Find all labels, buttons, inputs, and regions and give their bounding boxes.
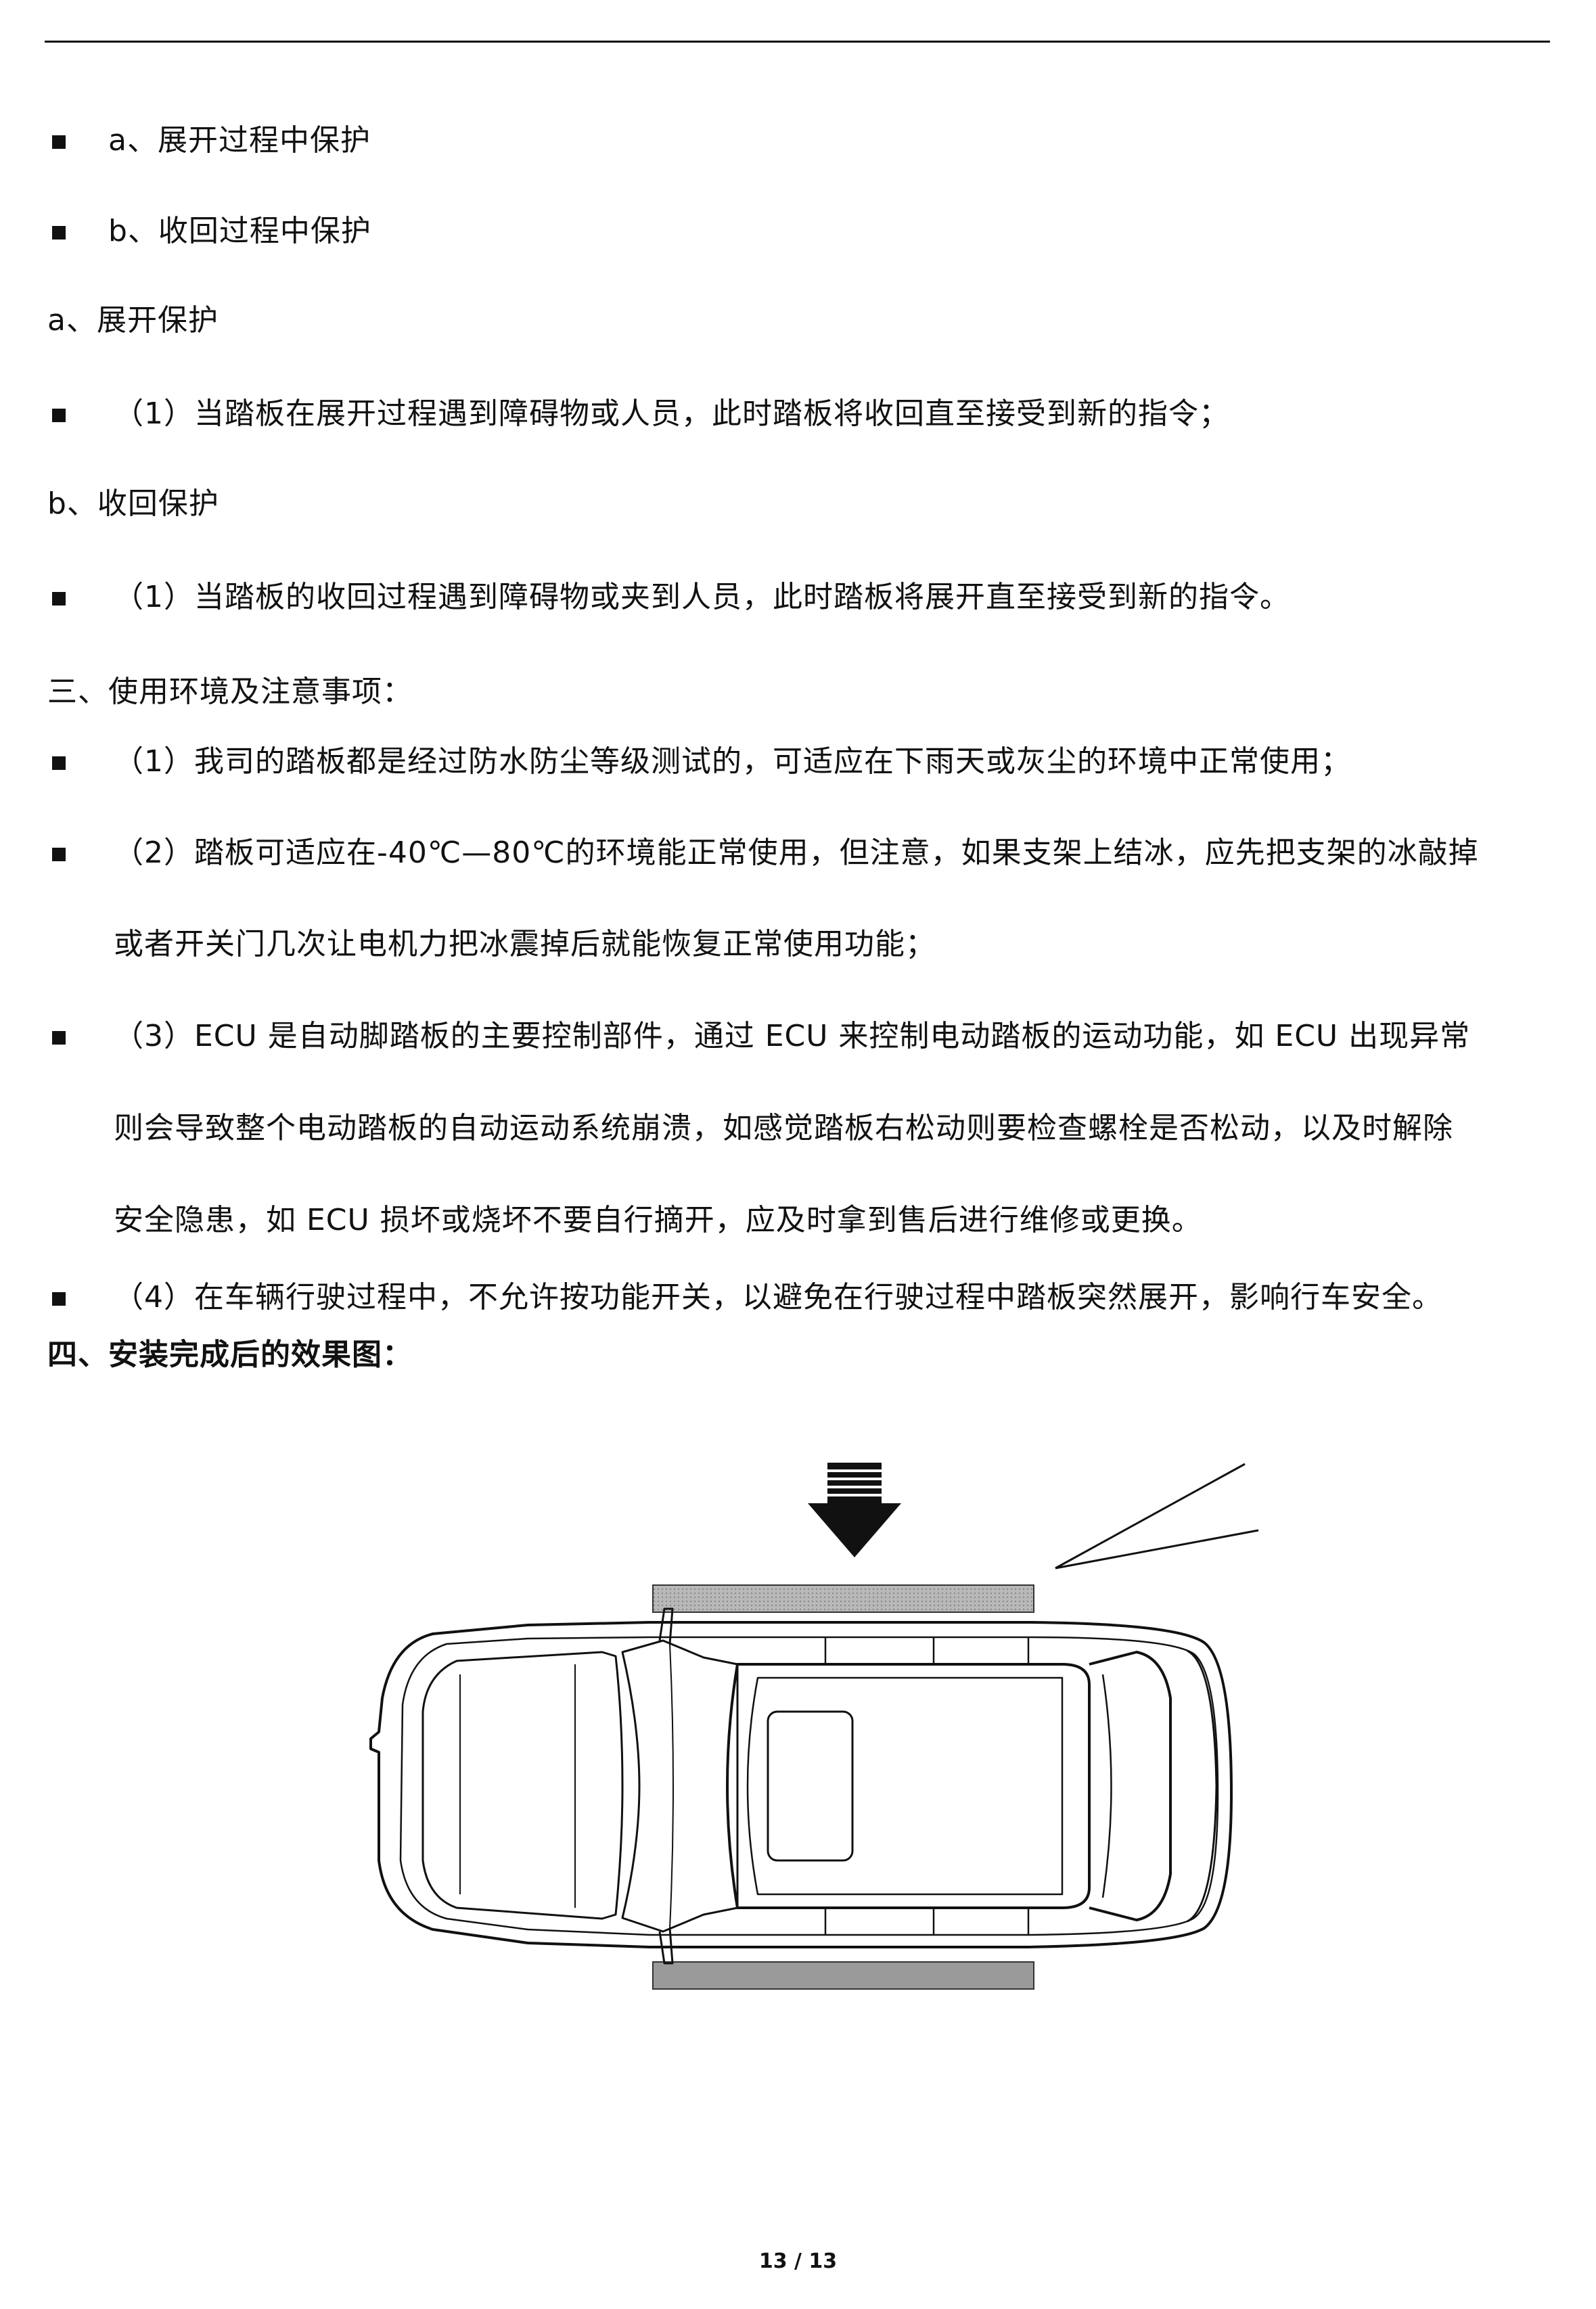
section-heading-environment: 三、使用环境及注意事项： bbox=[47, 675, 413, 709]
subheading-deploy-protection: a、展开保护 bbox=[47, 303, 219, 338]
bullet-icon bbox=[52, 592, 66, 605]
environment-item-2-line-2: 或者开关门几次让电机力把冰震掉后就能恢复正常使用功能； bbox=[114, 927, 936, 961]
subheading-retract-protection: b、收回保护 bbox=[47, 486, 219, 521]
environment-item-3-line-2: 则会导致整个电动踏板的自动运动系统崩溃，如感觉踏板右松动则要检查螺栓是否松动，以… bbox=[114, 1111, 1453, 1145]
header-rule bbox=[45, 41, 1550, 43]
environment-item-2-line-1: （2）踏板可适应在-40℃—80℃的环境能正常使用，但注意，如果支架上结冰，应先… bbox=[114, 836, 1479, 870]
installation-effect-figure bbox=[369, 1463, 1259, 1990]
retract-protection-item-1: （1）当踏板的收回过程遇到障碍物或夹到人员，此时踏板将展开直至接受到新的指令。 bbox=[114, 580, 1290, 614]
bullet-icon bbox=[52, 226, 66, 239]
environment-item-3-line-1: （3）ECU 是自动脚踏板的主要控制部件，通过 ECU 来控制电动踏板的运动功能… bbox=[114, 1019, 1471, 1053]
bullet-icon bbox=[52, 409, 66, 422]
bullet-icon bbox=[52, 756, 66, 770]
vehicle-top-view bbox=[369, 1607, 1233, 1965]
environment-item-4: （4）在车辆行驶过程中，不允许按功能开关，以避免在行驶过程中踏板突然展开，影响行… bbox=[114, 1280, 1442, 1314]
view-angle-lines bbox=[1055, 1463, 1259, 1570]
bullet-icon bbox=[52, 1031, 66, 1045]
environment-item-1: （1）我司的踏板都是经过防水防尘等级测试的，可适应在下雨天或灰尘的环境中正常使用… bbox=[114, 744, 1351, 779]
bullet-icon bbox=[52, 135, 66, 149]
deploy-protection-item-1: （1）当踏板在展开过程遇到障碍物或人员，此时踏板将收回直至接受到新的指令； bbox=[114, 396, 1229, 431]
down-arrow-icon bbox=[808, 1463, 901, 1557]
running-board-top bbox=[652, 1584, 1034, 1613]
section-heading-installation-figure: 四、安装完成后的效果图： bbox=[47, 1338, 413, 1372]
bullet-icon bbox=[52, 1292, 66, 1306]
list-item-deploy-protection: a、展开过程中保护 bbox=[108, 123, 371, 158]
page-number: 13 / 13 bbox=[758, 2249, 838, 2273]
list-item-retract-protection: b、收回过程中保护 bbox=[108, 214, 371, 248]
running-board-bottom bbox=[652, 1961, 1034, 1990]
bullet-icon bbox=[52, 848, 66, 861]
environment-item-3-line-3: 安全隐患，如 ECU 损坏或烧坏不要自行摘开，应及时拿到售后进行维修或更换。 bbox=[114, 1203, 1202, 1237]
